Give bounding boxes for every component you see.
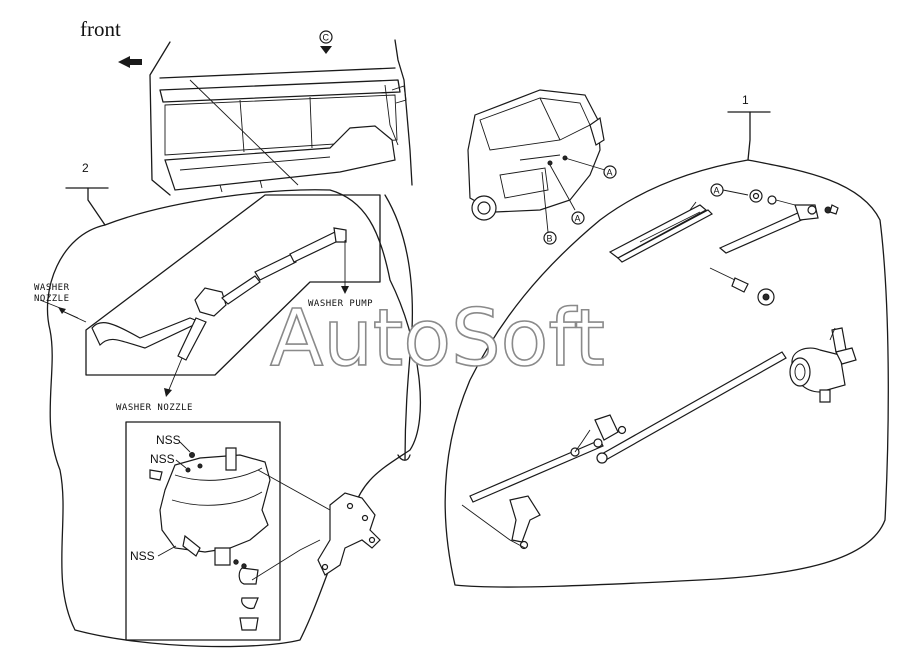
ref-a-truck-2: A (571, 211, 585, 225)
wiper-blade (608, 201, 713, 263)
leader-arrow-icon (341, 286, 349, 294)
cab-interior-view (149, 39, 413, 196)
view-arrow-icon (320, 46, 332, 54)
nss-part-dot (233, 559, 239, 565)
leader-arrow-icon (58, 307, 66, 314)
wiper-arm (718, 204, 839, 254)
wiper-motor (789, 327, 857, 403)
ref-b-label: B (547, 234, 553, 244)
nss-part-dot (185, 467, 191, 473)
washer-hose (384, 194, 414, 461)
label-washer-nozzle-upper: WASHER NOZZLE (34, 283, 79, 319)
tank-bracket (317, 492, 381, 576)
washer-nozzle-lower-label: WASHER NOZZLE (116, 403, 193, 413)
callout-1-label: 1 (742, 93, 749, 107)
ref-a-label: A (714, 186, 720, 196)
nss-part-dot (197, 463, 203, 469)
washer-hose-detail (39, 194, 381, 376)
label-washer-pump: WASHER PUMP (308, 240, 373, 309)
nss-label-3: NSS (130, 549, 155, 563)
ref-a-truck-1: A (603, 165, 617, 179)
nss-part-dot (189, 452, 195, 458)
pivot-shaft (709, 267, 775, 306)
nss-label-1: NSS (156, 433, 181, 447)
wiper-linkage (461, 351, 787, 550)
callout-2: 2 (65, 161, 109, 226)
washer-pump-label: WASHER PUMP (308, 299, 373, 309)
front-indicator: front (80, 17, 142, 68)
washer-tank-detail (125, 421, 331, 641)
ref-b-truck: B (543, 231, 557, 245)
assembly-2-outline (46, 189, 422, 648)
ref-a-label: A (607, 168, 613, 178)
ref-a-arm: A (710, 183, 796, 206)
washer-nozzle-upper-line2: NOZZLE (34, 294, 70, 304)
assembly-1-outline (444, 159, 889, 588)
front-arrow-icon (118, 56, 142, 68)
nss-label-2: NSS (150, 452, 175, 466)
leader-arrow-icon (164, 388, 172, 397)
washer-nozzle-upper-line1: WASHER (34, 283, 70, 293)
view-marker-label: C (323, 33, 330, 43)
ref-a-label: A (575, 214, 581, 224)
truck-illustration (467, 89, 606, 233)
view-marker-c: C (319, 30, 333, 54)
front-label: front (80, 17, 121, 41)
nss-part-dot (241, 563, 247, 569)
label-washer-nozzle-lower: WASHER NOZZLE (116, 357, 193, 413)
callout-2-label: 2 (82, 161, 89, 175)
watermark-text: AutoSoft (270, 294, 605, 384)
callout-1: 1 (727, 93, 771, 161)
